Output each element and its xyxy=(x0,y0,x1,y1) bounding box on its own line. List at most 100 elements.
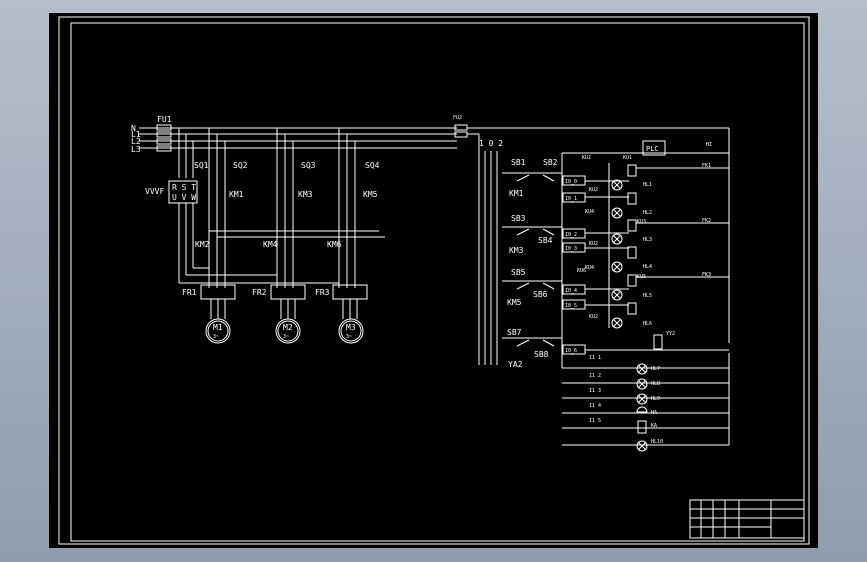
lamp-icon xyxy=(611,179,623,191)
left-label: KM5 xyxy=(507,298,522,307)
fuse-label: FU1 xyxy=(157,115,172,124)
input-label: I0_5 xyxy=(565,303,577,309)
control-section: 1 0 2 PLC HI SB1 SB2 SB3 SB4 SB5 SB6 SB7… xyxy=(478,128,730,452)
lamp-icon xyxy=(636,440,648,452)
relay-label: KU4 xyxy=(585,265,594,271)
bottom-input: I1 2 xyxy=(589,373,601,379)
input-label: I0_4 xyxy=(565,288,577,294)
drawing-area: N L1 L2 L3 FU1 FU2 SQ1 SQ2 xyxy=(49,13,818,548)
lamp-icon xyxy=(636,378,648,390)
lamp-icon xyxy=(611,261,623,273)
fk-label: FK1 xyxy=(702,163,711,169)
fk-label: FK3 xyxy=(702,272,711,278)
relay-label: KU2 xyxy=(589,187,598,193)
inner-border xyxy=(70,22,805,542)
coil xyxy=(627,274,637,287)
lamp-icon xyxy=(636,363,648,375)
switch-label: SB6 xyxy=(533,290,548,299)
lamp-label: HL5 xyxy=(643,293,652,299)
motor-m2: M2 3~ xyxy=(275,318,301,344)
line-label: L1 xyxy=(131,130,141,139)
contactor-label: KM1 xyxy=(229,190,244,199)
bottom-output-block: I1 1 I1 2 I1 3 I1 4 I1 5 HL7 HL8 HL9 HA … xyxy=(562,353,730,452)
svg-text:M3: M3 xyxy=(346,323,356,332)
relay-label: KU2 xyxy=(589,314,598,320)
vvvf-box xyxy=(168,180,198,204)
motor-m1: M1 3~ xyxy=(205,318,231,344)
circuit-diagram: N L1 L2 L3 FU1 FU2 SQ1 SQ2 xyxy=(58,16,810,545)
contactor-label: KM2 xyxy=(195,240,210,249)
contactor-label: KM4 xyxy=(263,240,278,249)
relay-label: FR3 xyxy=(315,288,330,297)
breaker-label: SQ3 xyxy=(301,161,316,170)
bottom-output: HL7 xyxy=(651,366,660,372)
lamp-icon xyxy=(611,233,623,245)
bottom-output: HL9 xyxy=(651,396,660,402)
line-label: L3 xyxy=(131,145,141,154)
coil xyxy=(637,420,647,434)
lamp-label: HL6 xyxy=(643,321,652,327)
svg-text:3~: 3~ xyxy=(346,334,352,340)
switch-label: SB5 xyxy=(511,268,526,277)
switch-label: SB4 xyxy=(538,236,553,245)
input-label: I0_6 xyxy=(565,348,577,354)
switch-label: SB8 xyxy=(534,350,549,359)
lamp-icon xyxy=(611,289,623,301)
bottom-output: HL10 xyxy=(651,439,663,445)
bottom-output: HL8 xyxy=(651,381,660,387)
coil xyxy=(627,164,637,177)
breaker-label: SQ1 xyxy=(194,161,209,170)
contactor-label: KM5 xyxy=(363,190,378,199)
contactor-label: KM3 xyxy=(298,190,313,199)
plc-box xyxy=(642,140,666,156)
outer-border xyxy=(58,16,810,545)
input-label: I0_1 xyxy=(565,196,577,202)
vvvf-label: VVVF xyxy=(145,187,164,196)
fuse2-label: FU2 xyxy=(453,115,462,121)
bus-label: 1 0 2 xyxy=(479,139,503,148)
switch-label: SB1 xyxy=(511,158,526,167)
coil xyxy=(627,246,637,259)
lamp-label: HL3 xyxy=(643,237,652,243)
thermal-relay xyxy=(332,284,368,300)
bottom-input: I1 1 xyxy=(589,355,601,361)
breaker-label: SQ4 xyxy=(365,161,380,170)
line-label: L2 xyxy=(131,137,141,146)
coil xyxy=(627,302,637,315)
breaker-label: SQ2 xyxy=(233,161,248,170)
relay-label: KU2 xyxy=(589,241,598,247)
input-label: I0_0 xyxy=(565,179,577,185)
motor-m3: M3 3~ xyxy=(338,318,364,344)
relay-label: YY2 xyxy=(666,331,675,337)
lamp-label: HL1 xyxy=(643,182,652,188)
thermal-relay xyxy=(200,284,236,300)
hi-label: HI xyxy=(706,142,712,148)
relay-label: KU2 xyxy=(582,155,591,161)
vvvf-bottom: U V W xyxy=(172,193,196,202)
bottom-input: I1 3 xyxy=(589,388,601,394)
svg-text:M2: M2 xyxy=(283,323,293,332)
coil xyxy=(627,192,637,205)
lamp-icon xyxy=(636,393,648,405)
relay-label: KU6 xyxy=(577,268,586,274)
coil xyxy=(627,219,637,232)
bottom-output: KA xyxy=(651,423,657,429)
fk-label: FK2 xyxy=(702,218,711,224)
left-label: KM3 xyxy=(509,246,524,255)
relay-label: KU3 xyxy=(637,219,646,225)
line-label: N xyxy=(131,124,136,133)
relay-label: KU1 xyxy=(623,155,632,161)
lamp-label: HL2 xyxy=(643,210,652,216)
contactor-label: KM6 xyxy=(327,240,342,249)
relay-label: FR2 xyxy=(252,288,267,297)
bottom-input: I1 5 xyxy=(589,418,601,424)
svg-text:3~: 3~ xyxy=(213,334,219,340)
plc-label: PLC xyxy=(646,145,659,153)
input-label: I0_2 xyxy=(565,232,577,238)
lamp-label: HL4 xyxy=(643,264,652,270)
lamp-icon xyxy=(611,317,623,329)
power-section: N L1 L2 L3 FU1 FU2 SQ1 SQ2 xyxy=(131,115,729,344)
horn-icon xyxy=(636,406,648,413)
svg-text:M1: M1 xyxy=(213,323,223,332)
switch-label: SB2 xyxy=(543,158,558,167)
